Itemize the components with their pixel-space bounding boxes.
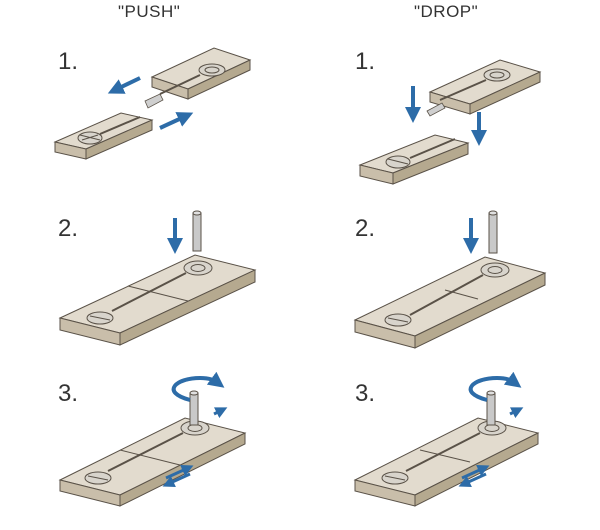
push-together-arrow-left <box>162 472 191 487</box>
drop-step-1-label: 1. <box>355 48 376 75</box>
joined-slabs <box>58 254 257 346</box>
device-disc <box>183 260 213 276</box>
push-step-2-figure <box>58 210 257 346</box>
pin <box>189 390 199 426</box>
device-disc <box>480 262 510 278</box>
push-step-1-label: 1. <box>58 48 79 75</box>
push-step-2-label: 2. <box>58 215 79 242</box>
slide-arrow <box>213 407 228 419</box>
push-left-arrow <box>107 76 141 94</box>
drop-step-2-figure <box>353 210 547 349</box>
pin <box>192 210 202 252</box>
drop-column-title: "DROP" <box>414 2 479 21</box>
slide-arrow <box>509 407 524 419</box>
rotate-arrow <box>171 371 225 402</box>
pin <box>486 390 496 426</box>
drop-step-1-figure <box>358 59 542 185</box>
joined-slabs <box>58 417 247 507</box>
slab <box>358 134 470 185</box>
push-together-arrow-left <box>458 472 487 487</box>
drop-step-3-label: 3. <box>355 380 376 407</box>
rotate-arrow <box>468 371 522 402</box>
device-disc <box>198 63 226 77</box>
drop-step-2-label: 2. <box>355 215 376 242</box>
pin <box>488 210 498 254</box>
push-step-1-figure <box>53 47 252 160</box>
drop-step-3-figure <box>353 371 540 507</box>
device-disc <box>483 68 511 82</box>
push-right-arrow <box>159 112 194 130</box>
push-column-title: "PUSH" <box>118 2 181 21</box>
slab <box>53 112 154 160</box>
push-step-3-label: 3. <box>58 380 79 407</box>
slab <box>428 59 542 115</box>
joined-slabs <box>353 417 540 507</box>
joined-slabs <box>353 256 547 349</box>
push-step-3-figure <box>58 371 247 507</box>
